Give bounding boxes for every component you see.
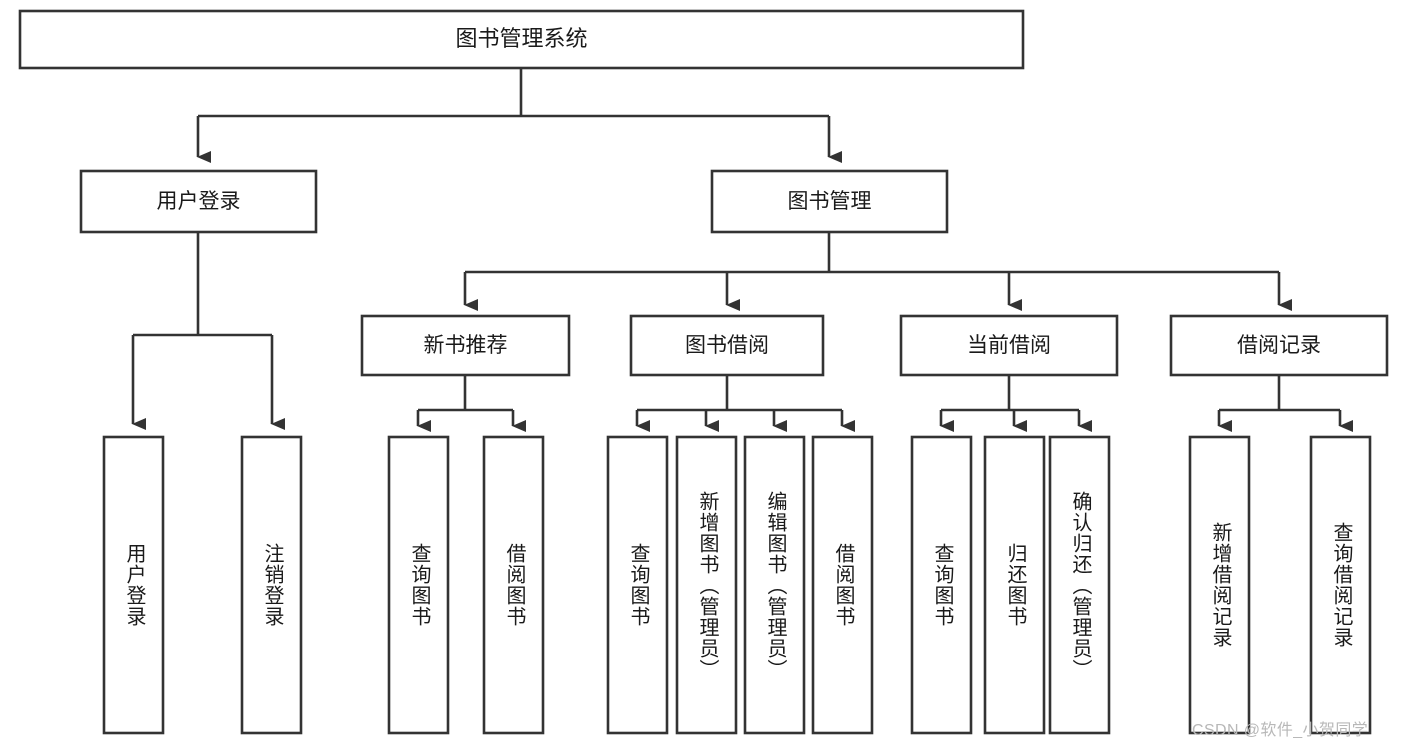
csdn-watermark: CSDN @软件_小贺同学 [1192, 722, 1369, 739]
node-box-leaf-logout-login[interactable] [240, 435, 303, 735]
node-box-leaf-edit-book[interactable] [743, 435, 806, 735]
node-box-user-login[interactable] [79, 169, 318, 234]
node-box-leaf-add-record[interactable] [1188, 435, 1251, 735]
node-box-leaf-borrow-book-1[interactable] [482, 435, 545, 735]
node-box-leaf-add-book[interactable] [675, 435, 738, 735]
node-box-leaf-query-book-2[interactable] [606, 435, 669, 735]
node-box-leaf-query-book-3[interactable] [910, 435, 973, 735]
node-box-leaf-borrow-book-2[interactable] [811, 435, 874, 735]
node-box-book-borrow[interactable] [629, 314, 825, 377]
node-box-leaf-confirm-return[interactable] [1048, 435, 1111, 735]
node-box-borrow-record[interactable] [1169, 314, 1389, 377]
node-box-leaf-user-login[interactable] [102, 435, 165, 735]
node-box-new-book-recommend[interactable] [360, 314, 571, 377]
node-box-leaf-return-book[interactable] [983, 435, 1046, 735]
node-box-leaf-query-book-1[interactable] [387, 435, 450, 735]
node-box-system-title[interactable] [18, 9, 1025, 70]
node-box-current-borrow[interactable] [899, 314, 1119, 377]
node-box-leaf-query-record[interactable] [1309, 435, 1372, 735]
node-box-book-management[interactable] [710, 169, 949, 234]
